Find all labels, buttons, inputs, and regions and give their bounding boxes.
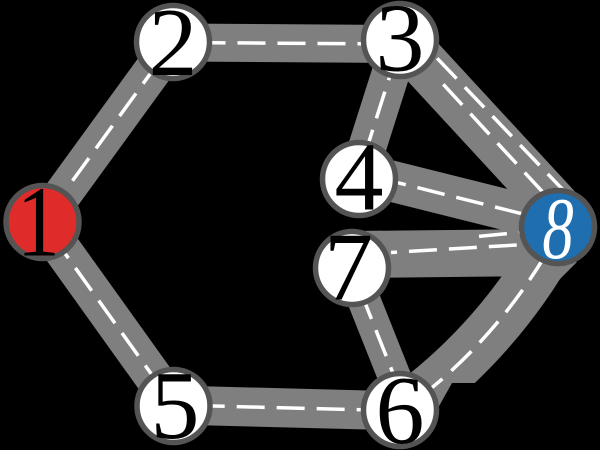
svg-text:4: 4 bbox=[335, 124, 384, 232]
svg-text:6: 6 bbox=[376, 357, 425, 450]
svg-text:8: 8 bbox=[542, 180, 573, 278]
svg-text:7: 7 bbox=[324, 214, 373, 322]
svg-text:1: 1 bbox=[17, 166, 60, 278]
svg-text:2: 2 bbox=[149, 0, 198, 97]
svg-text:5: 5 bbox=[151, 352, 200, 450]
svg-text:3: 3 bbox=[376, 0, 425, 93]
